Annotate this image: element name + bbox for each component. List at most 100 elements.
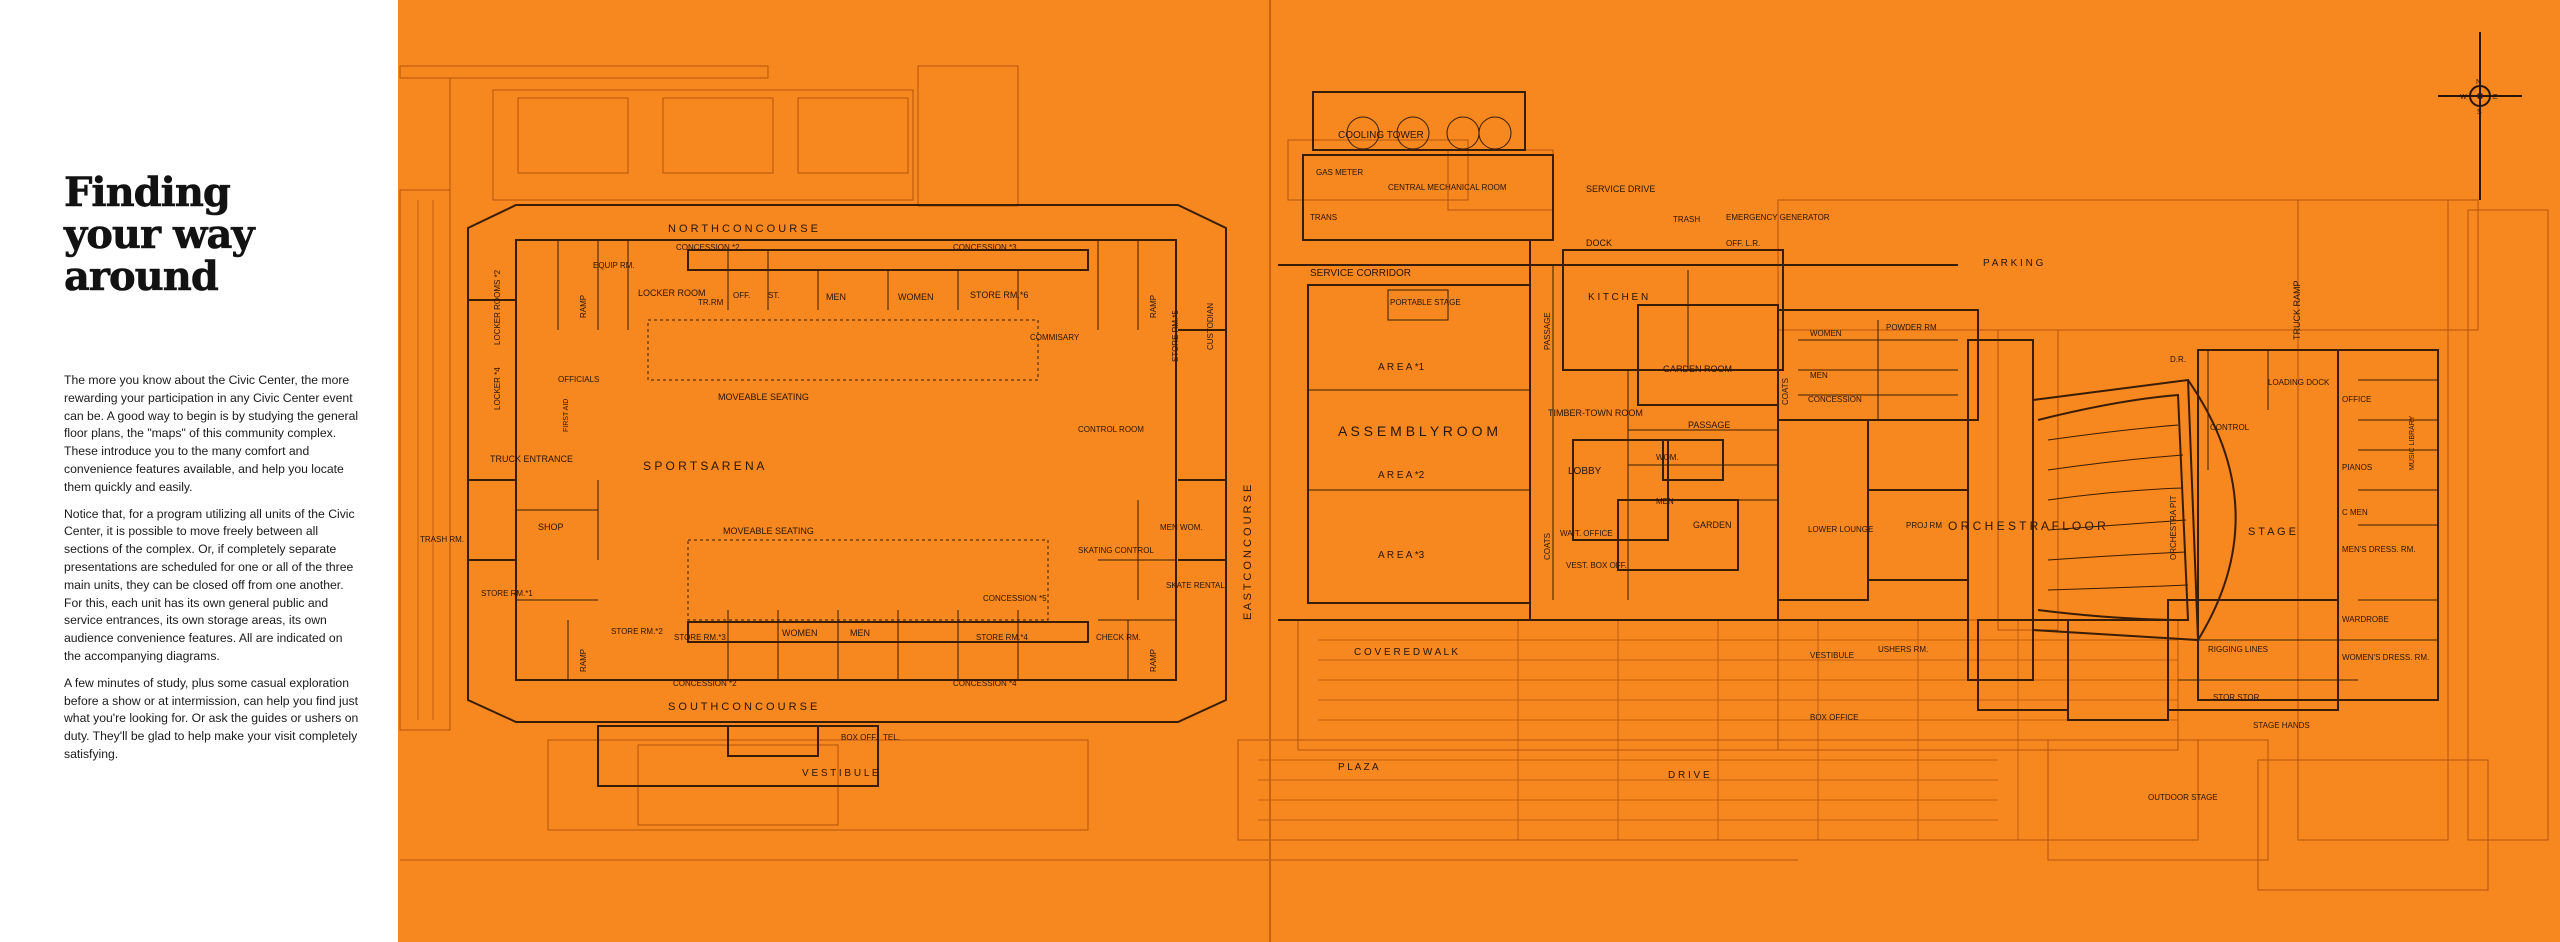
page-title: Finding your way around (64, 169, 364, 298)
womens-dress-rm-label: WOMEN'S DRESS. RM. (2342, 653, 2429, 662)
store-rm-5-label: STORE RM.*5 (1171, 310, 1180, 362)
control-room-label: CONTROL ROOM (1078, 425, 1144, 434)
concession-4-label: CONCESSION *4 (953, 679, 1017, 688)
custodian-label: CUSTODIAN (1206, 303, 1215, 350)
covered-walk-label: C O V E R E D W A L K (1354, 647, 1458, 658)
vestibule-arena-label: V E S T I B U L E (802, 768, 879, 779)
men-theater-label: MEN (1810, 371, 1828, 380)
orchestra-floor-label: O R C H E S T R A F L O O R (1948, 519, 2106, 533)
proj-rm-label: PROJ RM (1906, 521, 1942, 530)
garden-room-label: GARDEN ROOM (1663, 364, 1732, 374)
first-aid-label: FIRST AID (563, 399, 570, 432)
sports-arena-label: S P O R T S A R E N A (643, 459, 764, 473)
floor-plan-drawing: N O R T H C O N C O U R S E S O U T H C … (399, 0, 2549, 942)
assembly-labels: COOLING TOWER GAS METER TRANS CENTRAL ME… (1310, 130, 1928, 722)
dr-label: D.R. (2170, 355, 2186, 364)
men-south-label: MEN (850, 628, 870, 638)
floor-plan-map: N O R T H C O N C O U R S E S O U T H C … (398, 0, 2560, 942)
truck-ramp-label: TRUCK RAMP (2292, 280, 2302, 340)
theater-partitions (1798, 320, 2438, 681)
control-label: CONTROL (2210, 423, 2250, 432)
women-theater-label: WOMEN (1810, 329, 1842, 338)
women-south-label: WOMEN (782, 628, 818, 638)
service-drive-label: SERVICE DRIVE (1586, 184, 1655, 194)
kitchen-label: K I T C H E N (1588, 292, 1648, 303)
east-concourse-label: E A S T C O N C O U R S E (1242, 485, 1254, 620)
box-off-label: BOX OFF. (841, 733, 877, 742)
dock-label: DOCK (1586, 238, 1612, 248)
portable-stage-label: PORTABLE STAGE (1390, 298, 1461, 307)
outdoor-stage-label: OUTDOOR STAGE (2148, 793, 2218, 802)
c-men-label: C MEN (2342, 508, 2368, 517)
locker-4-label: LOCKER *4 (493, 367, 502, 410)
ramp-ne-label: RAMP (1149, 295, 1158, 318)
gas-meter-label: GAS METER (1316, 168, 1363, 177)
stor-stor-label: STOR STOR (2213, 693, 2260, 702)
compass-west-label: W (2460, 94, 2467, 101)
theater-walls (1777, 309, 2439, 721)
paragraph-2: Notice that, for a program utilizing all… (64, 506, 355, 663)
moveable-seating-top-label: MOVEABLE SEATING (718, 392, 809, 402)
loading-dock-label: LOADING DOCK (2268, 378, 2330, 387)
concession-3-label: CONCESSION *3 (953, 243, 1017, 252)
moveable-seating-bottom-label: MOVEABLE SEATING (723, 526, 814, 536)
locker-room-label: LOCKER ROOM (638, 288, 706, 298)
pavement-grid (417, 200, 2178, 840)
trash-rm-label: TRASH RM. (420, 535, 464, 544)
powder-rm-label: POWDER RM (1886, 323, 1937, 332)
title-line-1: Finding (64, 169, 231, 216)
music-library-label: MUSIC LIBRARY (2409, 415, 2416, 470)
off-lr-label: OFF. L.R. (1726, 239, 1760, 248)
concession-5-label: CONCESSION *5 (983, 594, 1047, 603)
tr-rm-label: TR.RM (698, 298, 724, 307)
plaza-label: P L A Z A (1338, 762, 1379, 773)
stage-label: S T A G E (2248, 526, 2296, 538)
vest-box-off-label: VEST. BOX OFF. (1566, 561, 1627, 570)
sports-arena-walls (467, 204, 1227, 787)
area-3-label: A R E A *3 (1378, 550, 1425, 561)
st-label: ST. (768, 291, 780, 300)
south-concourse-label: S O U T H C O N C O U R S E (668, 701, 817, 713)
assembly-partitions (1308, 116, 1778, 600)
skating-control-label: SKATING CONTROL (1078, 546, 1154, 555)
men-assembly-label: MEN (1656, 497, 1674, 506)
office-label: OFFICE (2342, 395, 2371, 404)
coats-label: COATS (1543, 533, 1552, 560)
paragraph-3: A few minutes of study, plus some casual… (64, 675, 359, 761)
north-concourse-label: N O R T H C O N C O U R S E (668, 223, 818, 235)
mens-dress-rm-label: MEN'S DRESS. RM. (2342, 545, 2416, 554)
cooling-tower-label: COOLING TOWER (1338, 130, 1424, 141)
lower-lounge-label: LOWER LOUNGE (1808, 525, 1873, 534)
area-2-label: A R E A *2 (1378, 470, 1425, 481)
assembly-room-label: A S S E M B L Y R O O M (1338, 423, 1498, 439)
compass-north-label: N (2476, 79, 2481, 86)
off-label: OFF. (733, 291, 750, 300)
tel-label: TEL. (883, 733, 900, 742)
store-rm-6-label: STORE RM.*6 (970, 290, 1028, 300)
wait-office-label: WAIT. OFFICE (1560, 529, 1613, 538)
coats-garden-label: COATS (1781, 378, 1790, 405)
store-rm-2-label: STORE RM.*2 (611, 627, 663, 636)
central-mechanical-label: CENTRAL MECHANICAL ROOM (1388, 183, 1507, 192)
ramp-nw-label: RAMP (579, 295, 588, 318)
wardrobe-label: WARDROBE (2342, 615, 2389, 624)
locker-rooms-label: LOCKER ROOMS *2 (493, 269, 502, 345)
men-label: MEN (826, 292, 846, 302)
concession-theater-label: CONCESSION (1808, 395, 1862, 404)
service-corridor-label: SERVICE CORRIDOR (1310, 268, 1411, 279)
concession-2-top-label: CONCESSION *2 (676, 243, 740, 252)
store-rm-3-label: STORE RM.*3 (674, 633, 726, 642)
area-1-label: A R E A *1 (1378, 362, 1425, 373)
pianos-label: PIANOS (2342, 463, 2372, 472)
vestibule-theater-label: VESTIBULE (1810, 651, 1854, 660)
truck-entrance-label: TRUCK ENTRANCE (490, 454, 573, 464)
concession-2-label: CONCESSION *2 (673, 679, 737, 688)
officials-label: OFFICIALS (558, 375, 599, 384)
compass-rose-icon: N W E S (2438, 32, 2522, 200)
timber-town-label: TIMBER-TOWN ROOM (1548, 408, 1643, 418)
store-rm-4-label: STORE RM.*4 (976, 633, 1028, 642)
intro-text: The more you know about the Civic Center… (64, 372, 360, 773)
assembly-building-walls (1278, 91, 1969, 621)
garden-label: GARDEN (1693, 520, 1732, 530)
parking-label: P A R K I N G (1983, 258, 2044, 269)
